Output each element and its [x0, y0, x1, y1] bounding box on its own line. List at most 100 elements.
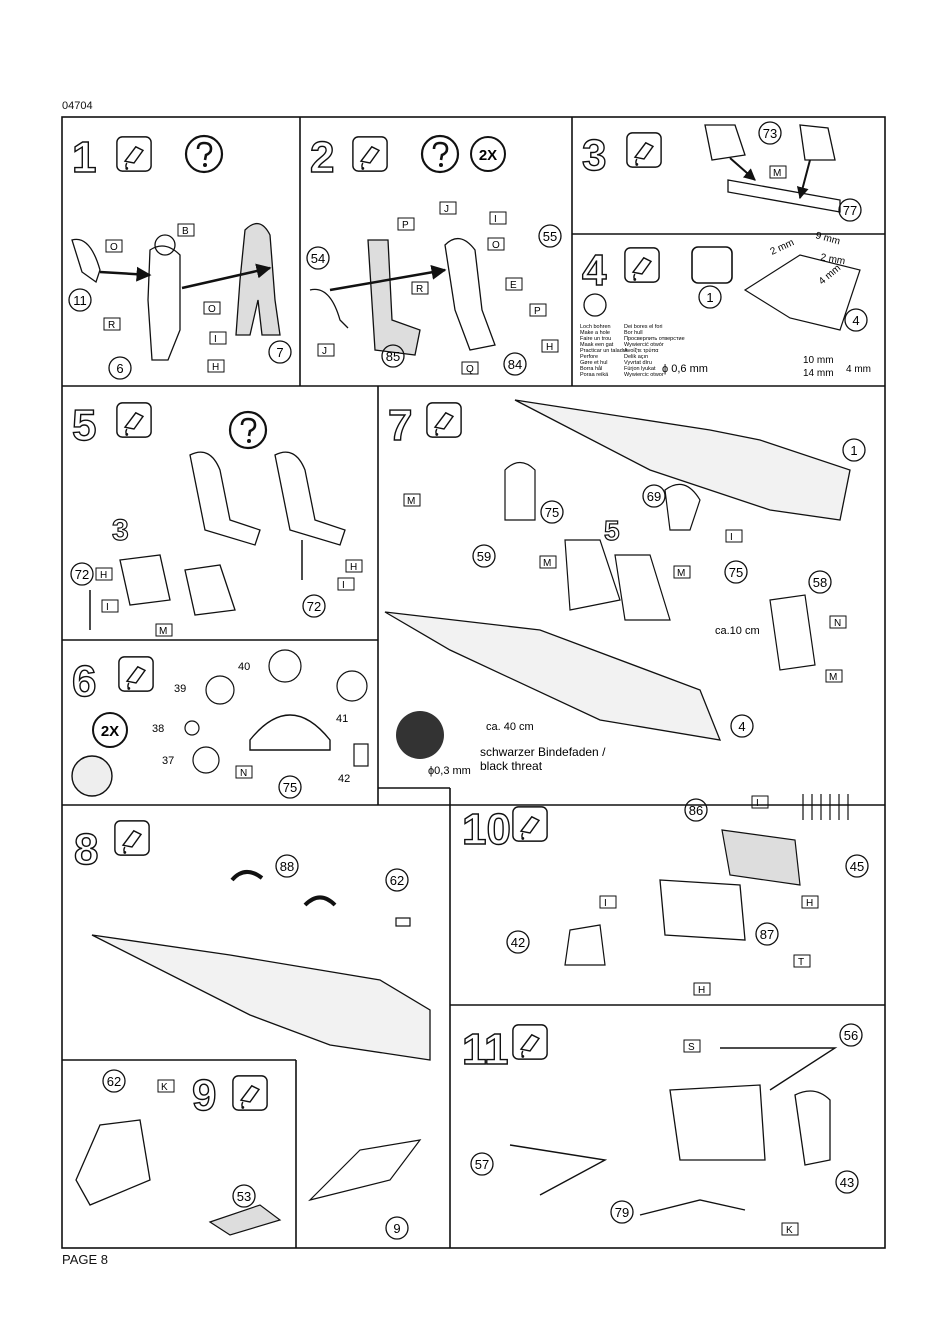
part-letter: I	[730, 532, 733, 543]
step-4: 4 1 4 2 mm 9 mm 2 mm 4 mm 10 mm 14 mm 4 …	[580, 230, 871, 379]
part-letter: T	[798, 957, 804, 968]
part-number: 11	[73, 293, 87, 308]
gauge-icon	[268, 649, 302, 683]
svg-text:Ανοίξτε τρύπα: Ανοίξτε τρύπα	[624, 347, 659, 354]
part-number: 39	[174, 683, 186, 695]
glue-icon	[512, 806, 548, 842]
part-letter: R	[416, 284, 423, 295]
part-number: 87	[760, 927, 774, 942]
seat-part	[184, 564, 236, 616]
svg-text:4 mm: 4 mm	[817, 263, 843, 287]
step-number: 5	[72, 401, 96, 450]
svg-text:Vyvrtat díru: Vyvrtat díru	[624, 360, 652, 366]
part-letter: M	[677, 568, 685, 579]
part-letter: M	[159, 626, 167, 637]
glue-icon	[116, 136, 152, 172]
part-number: 55	[543, 229, 557, 244]
small-part	[208, 1204, 282, 1236]
multiplier-label: 2X	[101, 723, 119, 740]
part-number: 38	[152, 723, 164, 735]
flight-suit-part	[235, 223, 281, 336]
part-letter: M	[407, 496, 415, 507]
step-number: 4	[582, 246, 607, 295]
small-part	[395, 917, 411, 927]
part-number: 45	[850, 859, 864, 874]
svg-text:Loch bohren: Loch bohren	[580, 324, 611, 330]
part-number: 88	[280, 859, 294, 874]
question-icon	[184, 134, 224, 174]
svg-text:Fúrjon lyukat: Fúrjon lyukat	[624, 366, 656, 372]
part-number: 72	[307, 599, 321, 614]
note-text: ca. 40 cm	[486, 721, 534, 733]
part-number: 1	[850, 443, 857, 458]
part-number: 62	[107, 1074, 121, 1089]
sub-step-ref: 5	[604, 515, 620, 546]
floor-part	[308, 1139, 422, 1202]
arm-part	[71, 238, 101, 284]
seated-pilot	[444, 238, 496, 351]
svg-text:Wywiercic otwor: Wywiercic otwor	[624, 372, 664, 378]
glue-icon	[114, 820, 150, 856]
seated-pilot	[564, 539, 621, 611]
part-letter: J	[322, 346, 327, 357]
svg-text:14 mm: 14 mm	[803, 368, 834, 379]
part-number: 1	[706, 290, 713, 305]
part-number: 37	[162, 755, 174, 767]
glue-icon	[232, 1075, 268, 1111]
step-number: 8	[74, 825, 98, 874]
part-letter: K	[786, 1225, 793, 1236]
step-7: 7 5 1 69 75 59 75 58 4 M M M I N M ca.10…	[384, 399, 866, 777]
part-number: 62	[390, 873, 404, 888]
arm-part	[309, 288, 349, 329]
seated-pilot	[614, 554, 671, 621]
step-1: 1 11 6 7 O B R O I H	[68, 132, 292, 380]
part-letter: H	[100, 570, 107, 581]
part-number: 75	[545, 505, 559, 520]
step-number: 3	[582, 131, 606, 180]
part-number: 40	[238, 661, 250, 673]
instrument-panel	[249, 714, 331, 751]
step-2: 2 2X 54 85 84 55 P J I O R E P H Q J	[306, 132, 562, 376]
glue-icon	[116, 402, 152, 438]
canopy-frame-part	[230, 870, 264, 882]
part-letter: H	[806, 898, 813, 909]
part-number: 41	[336, 713, 348, 725]
glue-icon	[118, 656, 154, 692]
part-number: 84	[508, 357, 522, 372]
svg-text:Borra hål: Borra hål	[580, 365, 602, 372]
svg-text:Wywiercić otwór: Wywiercić otwór	[624, 342, 664, 348]
fuselage-half-part	[514, 399, 851, 521]
part-number: 57	[475, 1157, 489, 1172]
part-letter: H	[212, 362, 219, 373]
part-number: 72	[75, 567, 89, 582]
question-icon	[420, 134, 460, 174]
cockpit-nose-part	[75, 1119, 151, 1206]
part-letter: R	[108, 320, 115, 331]
part-letter: I	[342, 580, 345, 591]
part-letter: I	[106, 602, 109, 613]
fuselage-assembly	[91, 934, 431, 1061]
svg-text:Просверлить отверстие: Просверлить отверстие	[624, 336, 685, 342]
bulkhead-part	[504, 461, 536, 521]
part-letter: O	[492, 240, 500, 251]
step-3: 3 73 77 M	[581, 121, 862, 222]
part-letter: N	[240, 768, 247, 779]
note-text: schwarzer Bindefaden /	[480, 745, 606, 759]
part-letter: I	[604, 898, 607, 909]
note-text: ca.10 cm	[715, 625, 760, 637]
step-number: 11	[462, 1025, 509, 1074]
step-6: 6 2X 40 39 41 38 37 42 75 N	[71, 649, 369, 799]
strut-part	[509, 1144, 608, 1196]
step-number: 9	[192, 1071, 216, 1120]
canopy-frame-part	[303, 895, 337, 907]
step-number: 10	[462, 805, 511, 854]
part-number: 75	[729, 565, 743, 580]
part-letter: I	[756, 798, 759, 809]
engine-part	[659, 879, 746, 941]
gauge-icon	[353, 743, 369, 767]
svg-text:Poraa reikä: Poraa reikä	[580, 372, 609, 378]
question-icon	[228, 410, 268, 450]
svg-text:10 mm: 10 mm	[803, 355, 834, 366]
gauge-icon	[192, 746, 220, 774]
drill-icon	[691, 246, 733, 284]
